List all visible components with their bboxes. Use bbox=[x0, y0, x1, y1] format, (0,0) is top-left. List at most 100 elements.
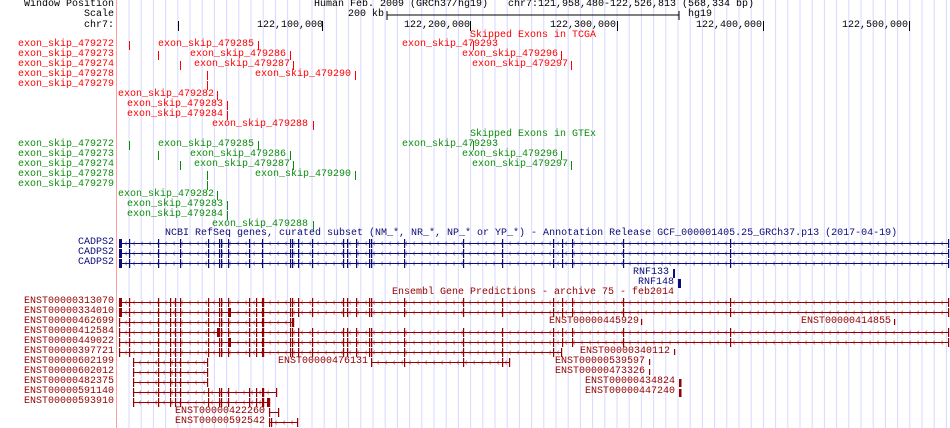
refseq-gene-label[interactable]: CADPS2 bbox=[77, 237, 114, 248]
gtex-row-label[interactable]: exon_skip_479273 bbox=[17, 149, 114, 160]
tcga-row-label[interactable]: exon_skip_479274 bbox=[17, 59, 114, 70]
tcga-item-label[interactable]: exon_skip_479286 bbox=[190, 49, 287, 60]
rnf148-label[interactable]: RNF148 bbox=[638, 277, 675, 288]
ensembl-transcript-label[interactable]: ENST00000482375 bbox=[23, 376, 114, 387]
ensembl-transcript-exon bbox=[221, 388, 223, 397]
ensembl-transcript-exon bbox=[180, 348, 182, 357]
ensembl-transcript-exon bbox=[730, 328, 732, 337]
gtex-item-label[interactable]: exon_skip_479282 bbox=[118, 189, 215, 200]
ensembl-transcript-exon bbox=[158, 338, 160, 347]
tcga-row-label[interactable]: exon_skip_479273 bbox=[17, 49, 114, 60]
gtex-item-label[interactable]: exon_skip_479290 bbox=[255, 169, 352, 180]
ensembl-transcript-exon bbox=[228, 398, 230, 407]
gtex-item-label[interactable]: exon_skip_479296 bbox=[462, 149, 559, 160]
ensembl-transcript-exon bbox=[119, 298, 122, 307]
ensembl-transcript-label[interactable]: ENST00000313070 bbox=[23, 296, 114, 307]
ensembl-transcript-exon bbox=[263, 308, 265, 317]
cadps2-gene-exon bbox=[562, 259, 564, 268]
ensembl-transcript-label[interactable]: ENST00000449022 bbox=[23, 336, 114, 347]
tick-label: 122,200,000 bbox=[404, 20, 471, 31]
ensembl-transcript-exon bbox=[249, 298, 251, 307]
tcga-item-label[interactable]: exon_skip_479285 bbox=[158, 39, 255, 50]
gtex-item-label[interactable]: exon_skip_479293 bbox=[402, 139, 499, 150]
ensembl-transcript-label[interactable]: ENST00000602199 bbox=[23, 356, 114, 367]
ensembl-transcript-exon bbox=[290, 328, 292, 337]
gtex-item-label[interactable]: exon_skip_479286 bbox=[190, 149, 287, 160]
ensembl-transcript-label[interactable]: ENST00000462699 bbox=[23, 316, 114, 327]
ensembl-transcript-label[interactable]: ENST00000602012 bbox=[23, 366, 114, 377]
tcga-row-label[interactable]: exon_skip_479272 bbox=[17, 39, 114, 50]
ensembl-transcript-exon bbox=[129, 318, 131, 327]
ensembl-transcript-label[interactable]: ENST00000593910 bbox=[23, 396, 114, 407]
ensembl-transcript-label[interactable]: ENST00000445929 bbox=[549, 316, 640, 327]
ensembl-transcript-exon bbox=[948, 308, 950, 317]
ensembl-transcript-label[interactable]: ENST00000447240 bbox=[585, 386, 676, 397]
cadps2-gene-exon bbox=[208, 239, 210, 248]
tick-label: 122,500,000 bbox=[842, 20, 909, 31]
ensembl-transcript-label[interactable]: ENST00000539597 bbox=[555, 356, 646, 367]
ensembl-transcript-exon bbox=[572, 298, 574, 307]
ensembl-transcript-exon bbox=[561, 348, 563, 357]
tcga-item-label[interactable]: exon_skip_479296 bbox=[462, 49, 559, 60]
gtex-row-label[interactable]: exon_skip_479279 bbox=[17, 179, 114, 190]
tcga-item-label[interactable]: exon_skip_479290 bbox=[255, 69, 352, 80]
refseq-gene-label[interactable]: CADPS2 bbox=[77, 247, 114, 258]
ensembl-transcript-label[interactable]: ENST00000476131 bbox=[278, 356, 369, 367]
ensembl-transcript-exon bbox=[293, 318, 295, 327]
ensembl-transcript-exon bbox=[343, 298, 345, 307]
ensembl-transcript-exon bbox=[262, 398, 264, 407]
ensembl-track-title[interactable]: Ensembl Gene Predictions - archive 75 - … bbox=[392, 287, 675, 298]
ensembl-transcript-exon bbox=[292, 348, 294, 357]
gtex-track-title[interactable]: Skipped Exons in GTEx bbox=[470, 129, 597, 140]
tcga-item-label[interactable]: exon_skip_479287 bbox=[194, 59, 291, 70]
ensembl-transcript-exon bbox=[158, 368, 160, 377]
gtex-item-label[interactable]: exon_skip_479285 bbox=[158, 139, 255, 150]
ensembl-transcript-label[interactable]: ENST00000422260 bbox=[175, 406, 266, 417]
tcga-item-label[interactable]: exon_skip_479283 bbox=[127, 99, 224, 110]
refseq-gene-label[interactable]: CADPS2 bbox=[77, 257, 114, 268]
cadps2-gene-exon bbox=[463, 259, 465, 268]
ensembl-transcript-label[interactable]: ENST00000414855 bbox=[801, 316, 892, 327]
ensembl-transcript-exon bbox=[221, 308, 223, 317]
gtex-item-label[interactable]: exon_skip_479288 bbox=[212, 219, 309, 230]
ensembl-transcript-exon bbox=[119, 308, 122, 317]
tcga-row-label[interactable]: exon_skip_479279 bbox=[17, 79, 114, 90]
ensembl-transcript-exon bbox=[219, 398, 221, 407]
rnf133-label[interactable]: RNF133 bbox=[633, 267, 670, 278]
ensembl-transcript-exon bbox=[404, 298, 406, 307]
ensembl-transcript-exon bbox=[262, 348, 264, 357]
tcga-item-label[interactable]: exon_skip_479282 bbox=[118, 89, 215, 100]
ensembl-transcript-exon bbox=[674, 349, 676, 355]
ensembl-transcript-label[interactable]: ENST00000592542 bbox=[175, 416, 266, 427]
refseq-track-title[interactable]: NCBI RefSeq genes, curated subset (NM_*,… bbox=[165, 228, 898, 239]
gtex-item-label[interactable]: exon_skip_479284 bbox=[127, 209, 224, 220]
ensembl-transcript-label[interactable]: ENST00000591140 bbox=[23, 386, 114, 397]
cadps2-gene-exon bbox=[180, 249, 182, 258]
ensembl-transcript-label[interactable]: ENST00000334010 bbox=[23, 306, 114, 317]
tick-label: 122,100,000 bbox=[257, 20, 324, 31]
ensembl-transcript-exon bbox=[290, 308, 292, 317]
ensembl-transcript-exon bbox=[502, 298, 504, 307]
tcga-item-label[interactable]: exon_skip_479297 bbox=[472, 59, 569, 70]
ensembl-transcript-exon bbox=[158, 328, 160, 337]
ensembl-transcript-label[interactable]: ENST00000473326 bbox=[555, 366, 646, 377]
tcga-item-label[interactable]: exon_skip_479288 bbox=[212, 119, 309, 130]
tcga-item-label[interactable]: exon_skip_479284 bbox=[127, 109, 224, 120]
ensembl-transcript-exon bbox=[119, 338, 121, 347]
gtex-item-label[interactable]: exon_skip_479287 bbox=[194, 159, 291, 170]
ensembl-transcript-label[interactable]: ENST00000412584 bbox=[23, 326, 114, 337]
cadps2-gene-exon bbox=[119, 259, 122, 268]
gtex-row-label[interactable]: exon_skip_479274 bbox=[17, 159, 114, 170]
gtex-row-label[interactable]: exon_skip_479278 bbox=[17, 169, 114, 180]
ensembl-transcript-exon bbox=[269, 418, 271, 427]
ensembl-transcript-label[interactable]: ENST00000340112 bbox=[580, 346, 671, 357]
gtex-item-label[interactable]: exon_skip_479297 bbox=[472, 159, 569, 170]
ensembl-transcript-label[interactable]: ENST00000434824 bbox=[585, 376, 676, 387]
ensembl-transcript-label[interactable]: ENST00000397721 bbox=[23, 346, 114, 357]
tcga-row-label[interactable]: exon_skip_479278 bbox=[17, 69, 114, 80]
gtex-row-label[interactable]: exon_skip_479272 bbox=[17, 139, 114, 150]
gtex-item-label[interactable]: exon_skip_479283 bbox=[127, 199, 224, 210]
tcga-item-label[interactable]: exon_skip_479293 bbox=[402, 39, 499, 50]
ensembl-transcript-exon bbox=[221, 328, 223, 337]
tcga-track-title[interactable]: Skipped Exons in TCGA bbox=[470, 30, 597, 41]
